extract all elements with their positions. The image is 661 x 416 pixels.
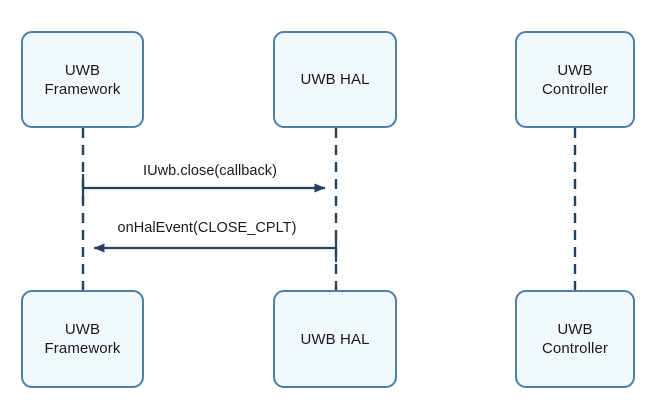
participant-label-uwb-hal: UWB HAL bbox=[300, 71, 370, 88]
participant-head-uwb-framework[interactable]: UWB Framework bbox=[21, 31, 144, 128]
message-arrow-iuwb-close bbox=[81, 174, 326, 202]
participant-label-uwb-framework: UWB Framework bbox=[44, 61, 121, 98]
participant-head-uwb-controller[interactable]: UWB Controller bbox=[515, 31, 635, 128]
message-label-onhalevent-close-cplt: onHalEvent(CLOSE_CPLT) bbox=[117, 220, 297, 236]
message-label-iuwb-close: IUwb.close(callback) bbox=[143, 163, 277, 179]
message-arrow-onhalevent-close-cplt bbox=[93, 234, 338, 262]
participant-head-uwb-hal[interactable]: UWB HAL bbox=[273, 31, 397, 128]
participant-foot-label-uwb-framework: UWB Framework bbox=[44, 321, 121, 357]
participant-foot-uwb-controller[interactable]: UWB Controller bbox=[515, 290, 635, 388]
participant-foot-label-uwb-controller: UWB Controller bbox=[541, 321, 609, 357]
participant-label-uwb-controller: UWB Controller bbox=[541, 61, 609, 98]
participant-foot-uwb-framework[interactable]: UWB Framework bbox=[21, 290, 144, 388]
participant-foot-uwb-hal[interactable]: UWB HAL bbox=[273, 290, 397, 388]
participant-foot-label-uwb-hal: UWB HAL bbox=[300, 330, 370, 348]
